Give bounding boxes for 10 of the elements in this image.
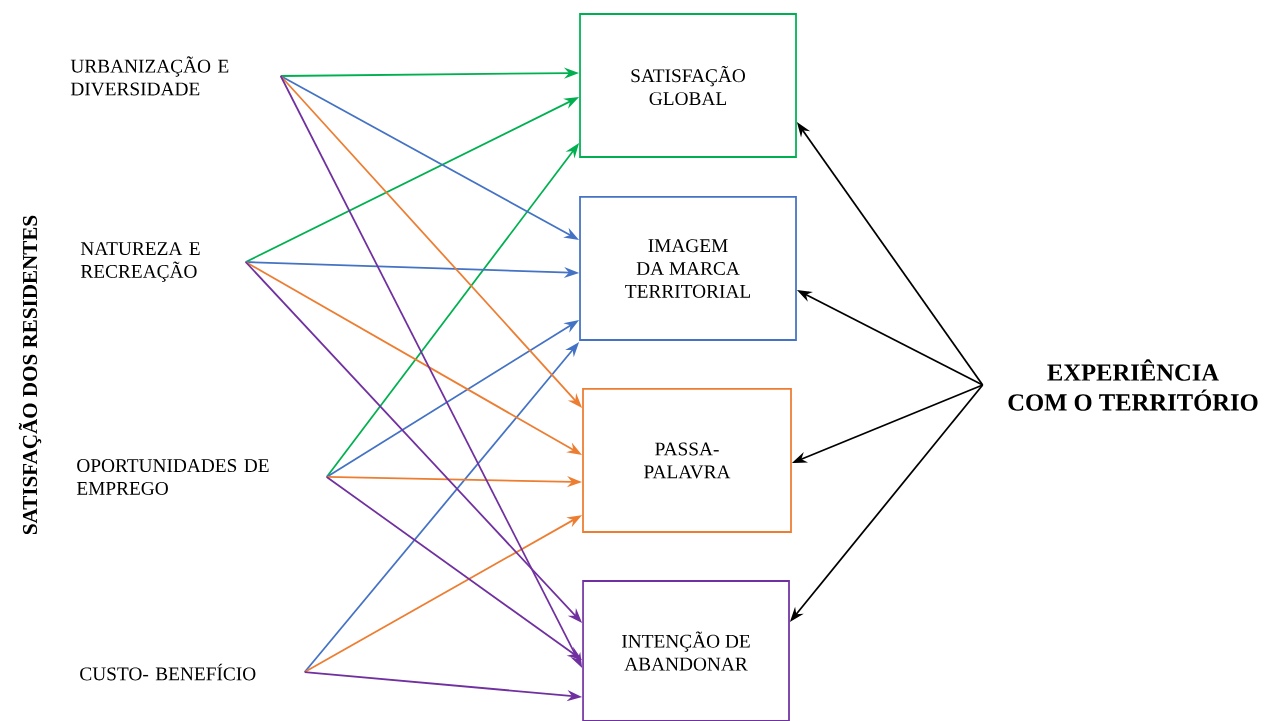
- outcome-box: IMAGEM DA MARCA TERRITORIAL: [579, 196, 797, 341]
- axis-label: SATISFAÇÃO DOS RESIDENTES: [18, 215, 42, 534]
- outcome-box: PASSA- PALAVRA: [582, 388, 792, 533]
- heading-label: EXPERIÊNCIA COM O TERRITÓRIO: [1008, 359, 1258, 411]
- outcome-box: SATISFAÇÃO GLOBAL: [579, 13, 797, 158]
- factor-label: CUSTO- BENEFÍCIO: [80, 663, 256, 681]
- factor-label: OPORTUNIDADES DE EMPREGO: [76, 459, 269, 495]
- outcome-box: INTENÇÃO DE ABANDONAR: [582, 580, 790, 721]
- factor-label: NATUREZA E RECREAÇÃO: [80, 242, 200, 282]
- factor-label: URBANIZAÇÃO E DIVERSIDADE: [70, 56, 229, 96]
